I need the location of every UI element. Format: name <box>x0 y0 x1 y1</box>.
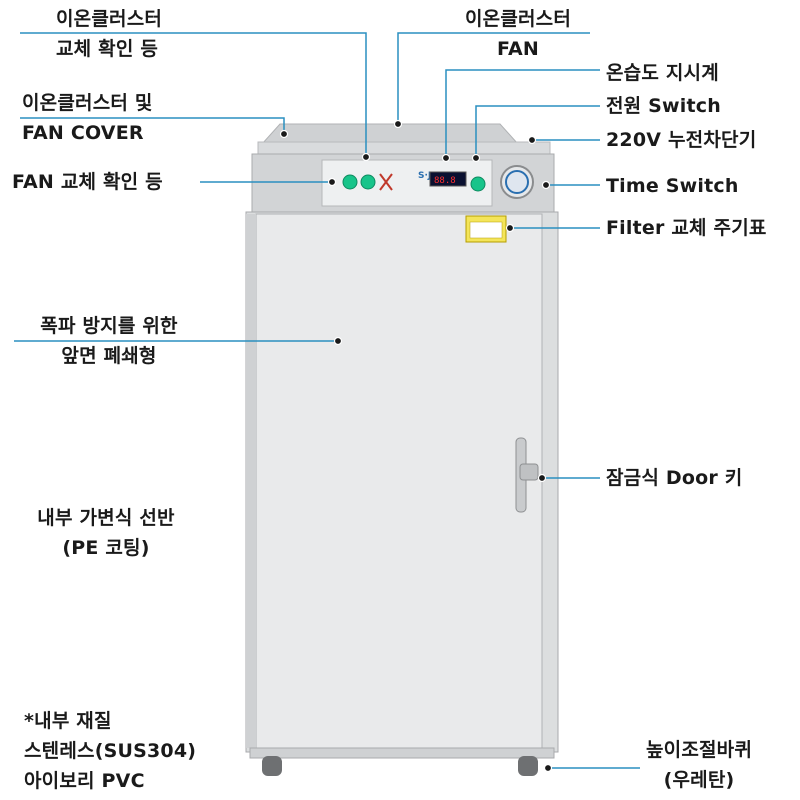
label-shelf-line1: 내부 가변식 선반 <box>37 507 175 529</box>
time-switch-face <box>505 170 529 194</box>
label-breaker-text: 220V 누전차단기 <box>606 129 757 151</box>
label-filter-text: Filter 교체 주기표 <box>606 217 767 239</box>
humidity-display <box>429 171 467 187</box>
label-humidity-text: 온습도 지시계 <box>606 62 719 84</box>
label-material-line3: 아이보리 PVC <box>24 770 145 792</box>
label-lock-text: 잠금식 Door 키 <box>606 467 743 489</box>
callout-dot <box>505 223 515 233</box>
callout-dot <box>543 763 553 773</box>
label-caster-line2: (우레탄) <box>663 769 735 791</box>
label-ion-fan-line2: FAN <box>496 38 539 60</box>
label-ion-cover-line2: FAN COVER <box>22 122 144 144</box>
label-caster-line1: 높이조절바퀴 <box>645 739 753 761</box>
label-breaker: 220V 누전차단기 <box>606 125 756 155</box>
label-power-switch: 전원 Switch <box>606 91 721 121</box>
label-fan-lamp-text: FAN 교체 확인 등 <box>12 171 163 193</box>
callout-dot <box>537 473 547 483</box>
label-material-line2: 스텐레스(SUS304) <box>24 740 197 762</box>
label-door-lock: 잠금식 Door 키 <box>606 463 742 493</box>
label-ion-cover-line1: 이온클러스터 및 <box>22 92 153 114</box>
callout-dot <box>527 135 537 145</box>
label-shelf: 내부 가변식 선반 (PE 코팅) <box>16 503 196 563</box>
label-front-line1: 폭파 방지를 위한 <box>40 315 178 337</box>
callout-dot <box>333 336 343 346</box>
front-door <box>255 213 543 749</box>
door-lock-lever <box>519 463 539 481</box>
label-front-line2: 앞면 폐쇄형 <box>61 345 157 367</box>
brand-logo: S·J <box>418 171 431 181</box>
callout-dot <box>327 177 337 187</box>
label-filter-chart: Filter 교체 주기표 <box>606 213 767 243</box>
callout-dot <box>441 153 451 163</box>
label-front-closed: 폭파 방지를 위한 앞면 폐쇄형 <box>14 311 204 371</box>
callout-dot <box>393 119 403 129</box>
callout-dot <box>279 129 289 139</box>
label-ion-fan: 이온클러스터 FAN <box>438 4 598 64</box>
ion-symbol <box>379 173 393 191</box>
label-time-switch-text: Time Switch <box>606 175 739 197</box>
label-time-switch: Time Switch <box>606 171 739 201</box>
label-ion-cover: 이온클러스터 및 FAN COVER <box>22 88 153 148</box>
ion-lamp-indicator <box>360 174 376 190</box>
label-ion-lamp: 이온클러스터 교체 확인 등 <box>56 4 162 64</box>
humidity-display-value: 88.8 <box>434 176 456 186</box>
label-ion-lamp-line1: 이온클러스터 <box>56 8 163 30</box>
label-power-text: 전원 Switch <box>606 95 721 117</box>
caster-right <box>518 756 538 776</box>
label-fan-lamp: FAN 교체 확인 등 <box>12 167 163 197</box>
fan-lamp-indicator <box>342 174 358 190</box>
label-material-line1: *내부 재질 <box>24 710 112 732</box>
label-ion-fan-line1: 이온클러스터 <box>464 8 572 30</box>
power-switch <box>470 176 486 192</box>
callout-dot <box>361 152 371 162</box>
callout-dot <box>541 180 551 190</box>
label-ion-lamp-line2: 교체 확인 등 <box>56 38 159 60</box>
label-humidity-meter: 온습도 지시계 <box>606 58 719 88</box>
door-hinge-edge <box>246 214 256 748</box>
cabinet-base <box>249 747 555 759</box>
filter-chart-inner <box>469 221 503 239</box>
label-shelf-line2: (PE 코팅) <box>62 537 150 559</box>
caster-left <box>262 756 282 776</box>
label-caster: 높이조절바퀴 (우레탄) <box>624 735 774 795</box>
label-material: *내부 재질 스텐레스(SUS304) 아이보리 PVC <box>24 706 196 796</box>
callout-dot <box>471 153 481 163</box>
